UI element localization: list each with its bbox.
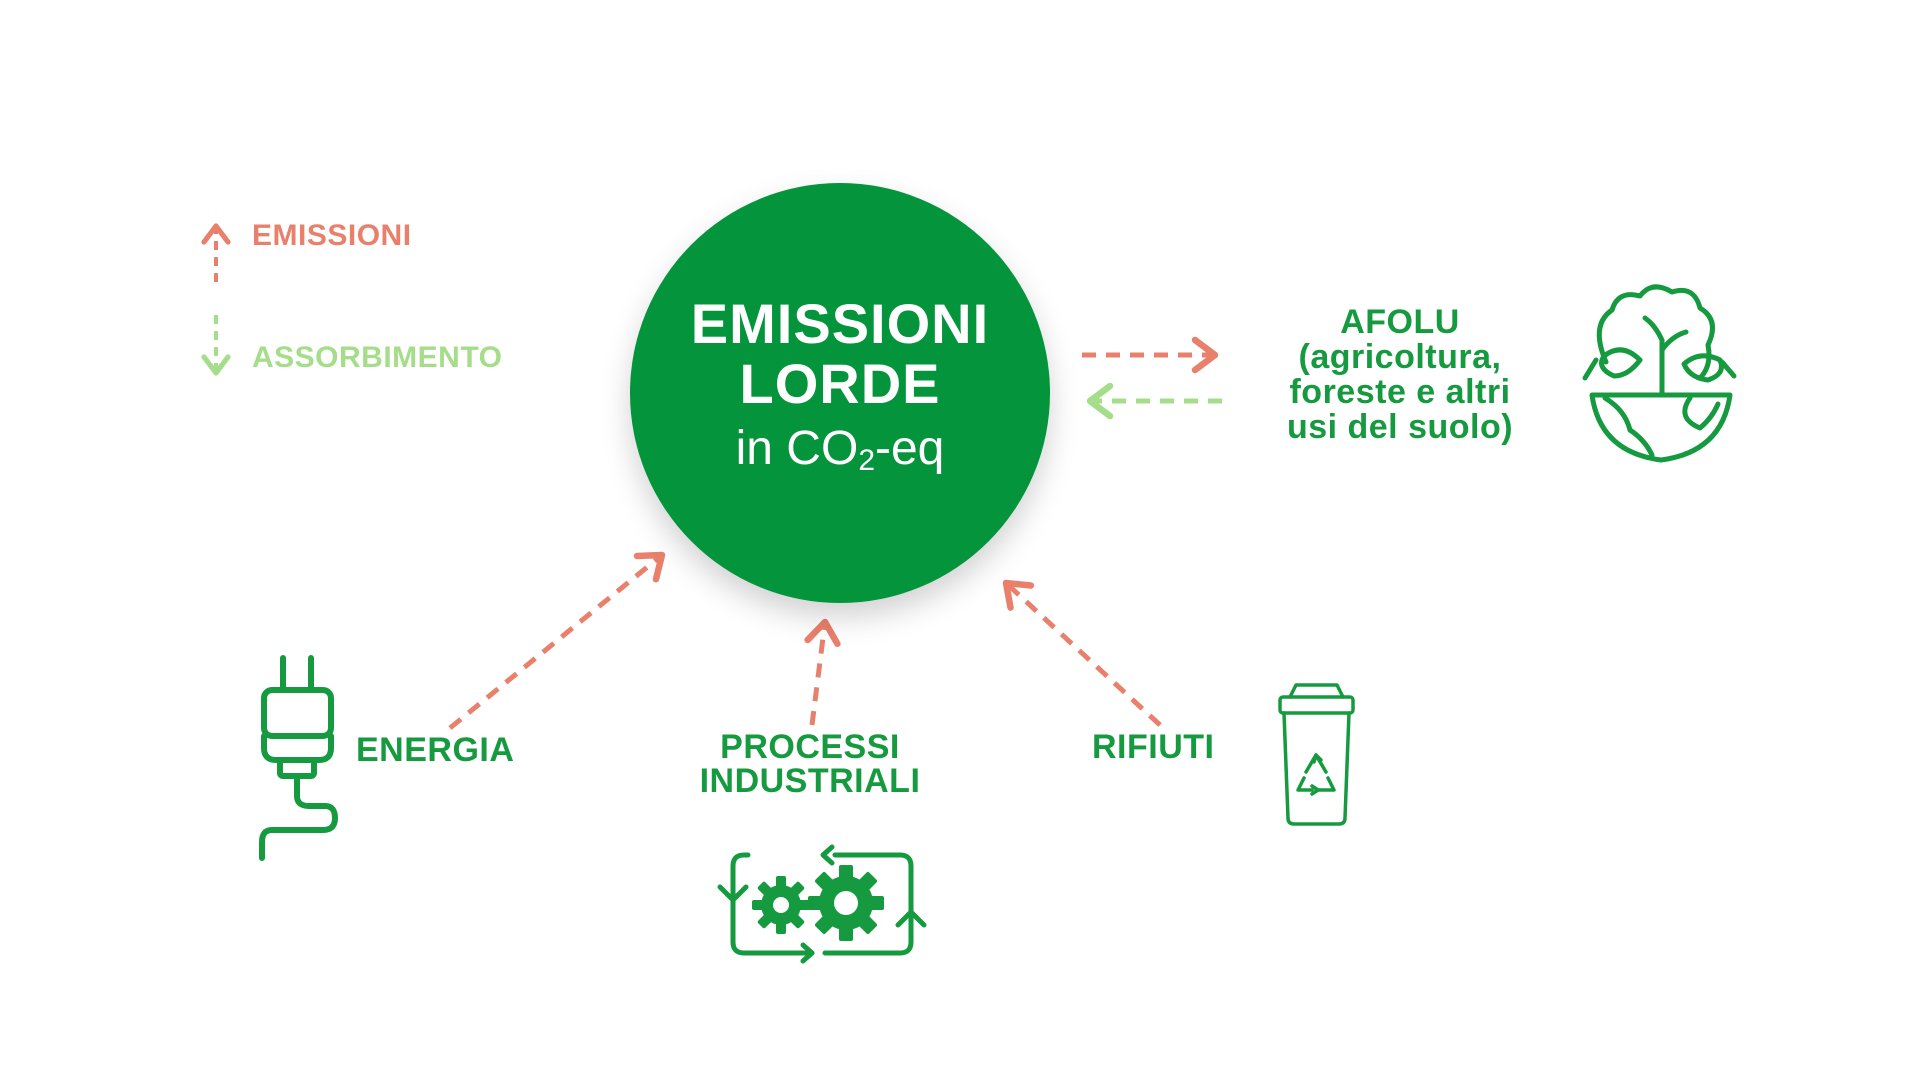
recycle-bin-icon xyxy=(1278,683,1355,826)
afolu-label: AFOLU (agricoltura, foreste e altri usi … xyxy=(1250,305,1550,445)
plug-icon xyxy=(259,655,338,861)
gears-cycle-icon xyxy=(717,844,927,964)
center-title-line2: LORDE xyxy=(739,352,941,415)
processi-arrow xyxy=(804,618,841,726)
gears-icon xyxy=(752,865,884,941)
earth-plant-icon xyxy=(1582,284,1737,463)
center-unit-suffix: -eq xyxy=(875,422,945,475)
afolu-line: usi del suolo) xyxy=(1286,408,1514,446)
center-unit-subscript: 2 xyxy=(858,444,875,477)
energia-label: ENERGIA xyxy=(356,731,515,769)
center-unit-prefix: in CO xyxy=(735,422,859,475)
processi-line: INDUSTRIALI xyxy=(699,762,921,800)
legend-emissioni-label: EMISSIONI xyxy=(252,219,412,252)
rifiuti-arrow xyxy=(1002,579,1162,727)
legend-assorbimento-label: ASSORBIMENTO xyxy=(252,341,503,374)
energia-arrow xyxy=(448,551,666,730)
center-title-line1: EMISSIONI xyxy=(690,292,990,355)
processi-industriali-label: PROCESSI INDUSTRIALI xyxy=(665,730,955,798)
center-circle: EMISSIONI LORDE in CO2-eq xyxy=(630,183,1050,603)
afolu-line: foreste e altri xyxy=(1289,373,1511,411)
center-unit: in CO2-eq xyxy=(736,418,945,492)
processi-line: PROCESSI xyxy=(720,728,900,766)
afolu-line: (agricoltura, xyxy=(1298,338,1502,376)
afolu-line: AFOLU xyxy=(1340,303,1460,341)
rifiuti-label: RIFIUTI xyxy=(1092,728,1215,766)
